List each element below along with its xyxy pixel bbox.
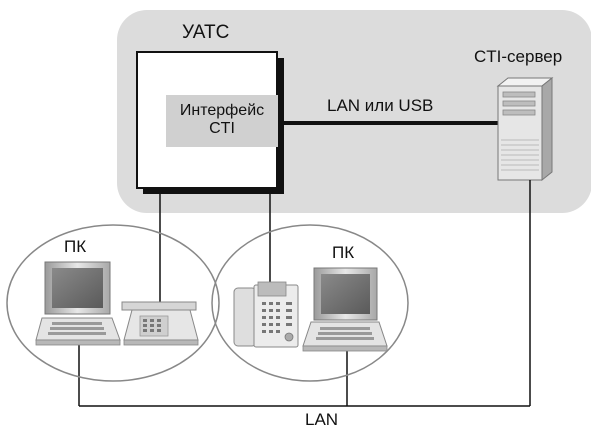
pc-group-left-label: ПК [64, 237, 87, 256]
pc-computer-icon-left [35, 261, 121, 346]
pc-group-left-ellipse [6, 224, 220, 382]
pc-group-right-ellipse [211, 224, 409, 382]
telephone-icon [121, 301, 199, 346]
cti-interface-line1: Интерфейс [179, 102, 265, 119]
link-label: LAN или USB [327, 96, 434, 115]
pc-computer-icon-right [302, 267, 388, 352]
server-label: CTI-сервер [474, 47, 563, 66]
pbx-label: УАТС [182, 22, 230, 43]
ip-phone-icon [233, 281, 299, 348]
cti-server-icon [496, 76, 554, 182]
cti-interface-label: Интерфейс CTI [166, 102, 278, 138]
cti-interface-box [166, 95, 278, 147]
pc-group-right-label: ПК [332, 243, 355, 262]
lan-label: LAN [305, 410, 339, 429]
cti-interface-line2: CTI [209, 120, 235, 137]
